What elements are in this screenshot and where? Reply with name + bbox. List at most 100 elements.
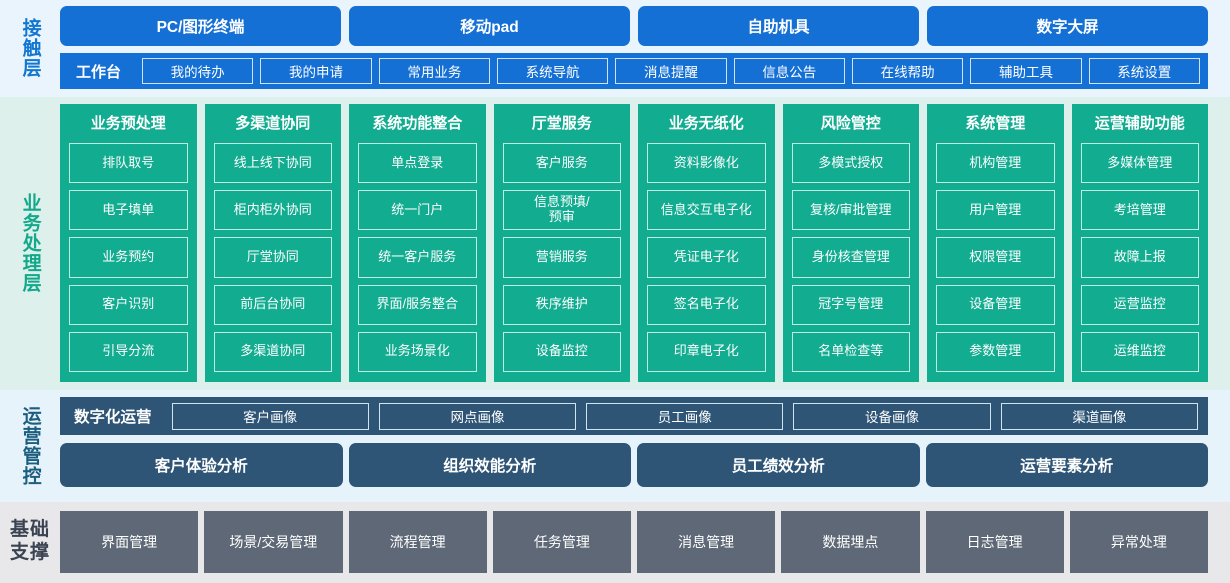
foundation-item-exception-handling[interactable]: 异常处理 (1069, 511, 1208, 573)
portrait-item-customer[interactable]: 客户画像 (171, 402, 369, 430)
digital-operation-title: 数字化运营 (74, 409, 152, 426)
workbench-item-information-announcement-label: 信息公告 (762, 65, 817, 80)
channel-self-service-machine[interactable]: 自助机具 (638, 6, 919, 46)
biz-item-permission-management[interactable]: 权限管理 (936, 237, 1055, 278)
biz-item-serial-number-management[interactable]: 冠字号管理 (791, 284, 910, 325)
biz-item-info-prefill-prereview[interactable]: 信息预填/ 预审 (502, 190, 621, 231)
biz-item-customer-identification[interactable]: 客户识别 (69, 284, 188, 325)
channel-mobile-pad[interactable]: 移动pad (349, 6, 630, 46)
biz-item-multimedia-management-label: 多媒体管理 (1107, 154, 1173, 170)
biz-item-multichannel-collab[interactable]: 多渠道协同 (213, 331, 332, 373)
biz-item-device-management[interactable]: 设备管理 (936, 284, 1055, 325)
biz-item-fault-reporting[interactable]: 故障上报 (1080, 237, 1199, 278)
foundation-item-task-management[interactable]: 任务管理 (492, 511, 631, 573)
biz-item-online-offline-collab[interactable]: 线上线下协同 (213, 143, 332, 184)
biz-item-order-maintenance-label: 秩序维护 (535, 296, 588, 312)
workbench-item-system-navigation-label: 系统导航 (525, 65, 580, 80)
biz-item-user-management-label: 用户管理 (969, 201, 1022, 217)
workbench-item-system-settings[interactable]: 系统设置 (1088, 58, 1200, 84)
foundation-item-scenario-transaction-management[interactable]: 场景/交易管理 (204, 511, 343, 573)
foundation-item-log-management[interactable]: 日志管理 (925, 511, 1064, 573)
analysis-item-organization-efficiency[interactable]: 组织效能分析 (348, 443, 631, 487)
foundation-item-message-management[interactable]: 消息管理 (637, 511, 776, 573)
foundation-row: 界面管理 场景/交易管理 流程管理 任务管理 消息管理 数据埋点 日志管理 异常… (60, 511, 1208, 573)
biz-item-identity-verification-management[interactable]: 身份核查管理 (791, 237, 910, 278)
workbench-item-information-announcement[interactable]: 信息公告 (733, 58, 845, 84)
workbench-item-online-help[interactable]: 在线帮助 (851, 58, 964, 84)
biz-item-review-approval-management[interactable]: 复核/审批管理 (791, 190, 910, 231)
operations-management-layer: 运营管控 数字化运营 客户画像 网点画像 员工画像 设备画像 渠道画像 客户体验… (0, 390, 1230, 502)
workbench-item-my-application[interactable]: 我的申请 (260, 58, 372, 84)
biz-item-multimedia-management[interactable]: 多媒体管理 (1080, 143, 1199, 184)
analysis-item-customer-experience[interactable]: 客户体验分析 (60, 443, 343, 487)
biz-item-list-check-label: 名单检查等 (818, 343, 884, 359)
biz-item-operation-monitoring-label: 运营监控 (1113, 296, 1166, 312)
biz-item-business-scenario[interactable]: 业务场景化 (358, 331, 477, 373)
business-column-system-integration: 系统功能整合 单点登录 统一门户 统一客户服务 界面/服务整合 业务场景化 (349, 104, 486, 382)
biz-item-single-sign-on-label: 单点登录 (391, 154, 444, 170)
biz-item-business-appointment[interactable]: 业务预约 (69, 237, 188, 278)
biz-item-info-exchange-electronic[interactable]: 信息交互电子化 (647, 190, 766, 231)
biz-item-document-imaging[interactable]: 资料影像化 (647, 143, 766, 184)
analysis-item-operation-factors[interactable]: 运营要素分析 (925, 443, 1208, 487)
biz-item-unified-customer-service[interactable]: 统一客户服务 (358, 237, 477, 278)
portrait-item-channel[interactable]: 渠道画像 (1000, 402, 1198, 430)
workbench-item-message-reminder[interactable]: 消息提醒 (615, 58, 727, 84)
biz-item-lobby-collab[interactable]: 厅堂协同 (213, 237, 332, 278)
biz-item-customer-service[interactable]: 客户服务 (502, 143, 621, 184)
biz-item-queue-number[interactable]: 排队取号 (69, 143, 188, 184)
biz-item-training-management[interactable]: 考培管理 (1080, 190, 1199, 231)
foundation-layer-body: 界面管理 场景/交易管理 流程管理 任务管理 消息管理 数据埋点 日志管理 异常… (60, 511, 1230, 573)
analysis-item-employee-performance[interactable]: 员工绩效分析 (637, 443, 920, 487)
channel-digital-screen[interactable]: 数字大屏 (927, 6, 1208, 46)
biz-item-customer-identification-label: 客户识别 (102, 296, 155, 312)
foundation-item-data-tracking[interactable]: 数据埋点 (781, 511, 920, 573)
biz-item-device-monitoring[interactable]: 设备监控 (502, 331, 621, 373)
portrait-item-employee[interactable]: 员工画像 (586, 402, 784, 430)
workbench-item-my-todo-label: 我的待办 (170, 65, 225, 80)
biz-item-lobby-collab-label: 厅堂协同 (246, 249, 299, 265)
biz-item-document-imaging-label: 资料影像化 (673, 154, 739, 170)
portrait-item-branch[interactable]: 网点画像 (378, 402, 577, 430)
biz-item-maintenance-monitoring-label: 运维监控 (1113, 343, 1166, 359)
biz-item-maintenance-monitoring[interactable]: 运维监控 (1080, 331, 1199, 373)
biz-item-multimode-authorization[interactable]: 多模式授权 (791, 143, 910, 184)
analysis-row: 客户体验分析 组织效能分析 员工绩效分析 运营要素分析 (60, 443, 1208, 487)
workbench-item-system-navigation[interactable]: 系统导航 (497, 58, 609, 84)
biz-item-list-check[interactable]: 名单检查等 (791, 331, 910, 373)
foundation-item-process-management[interactable]: 流程管理 (348, 511, 487, 573)
ops-layer-body: 数字化运营 客户画像 网点画像 员工画像 设备画像 渠道画像 客户体验分析 组织… (60, 397, 1230, 494)
workbench-item-auxiliary-tools[interactable]: 辅助工具 (970, 58, 1082, 84)
biz-item-guidance-diversion[interactable]: 引导分流 (69, 331, 188, 373)
biz-item-user-management[interactable]: 用户管理 (936, 190, 1055, 231)
biz-item-single-sign-on[interactable]: 单点登录 (358, 143, 477, 184)
portrait-item-device[interactable]: 设备画像 (793, 402, 991, 430)
biz-item-voucher-electronic[interactable]: 凭证电子化 (647, 237, 766, 278)
biz-item-front-back-office-collab[interactable]: 前后台协同 (213, 284, 332, 325)
foundation-item-ui-management[interactable]: 界面管理 (60, 511, 199, 573)
biz-item-multimode-authorization-label: 多模式授权 (818, 154, 884, 170)
channel-mobile-pad-label: 移动pad (460, 19, 519, 36)
biz-item-operation-monitoring[interactable]: 运营监控 (1080, 284, 1199, 325)
business-column-system-management-title: 系统管理 (965, 115, 1026, 132)
workbench-item-common-business[interactable]: 常用业务 (378, 58, 490, 84)
biz-item-signature-electronic[interactable]: 签名电子化 (647, 284, 766, 325)
workbench-item-my-todo[interactable]: 我的待办 (142, 58, 254, 84)
biz-item-organization-management[interactable]: 机构管理 (936, 143, 1055, 184)
business-column-operation-support: 运营辅助功能 多媒体管理 考培管理 故障上报 运营监控 运维监控 (1071, 104, 1208, 382)
biz-item-parameter-management[interactable]: 参数管理 (936, 331, 1055, 373)
biz-item-ui-service-integration[interactable]: 界面/服务整合 (358, 284, 477, 325)
biz-item-order-maintenance[interactable]: 秩序维护 (502, 284, 621, 325)
business-column-system-integration-title: 系统功能整合 (372, 115, 463, 132)
biz-item-electronic-form[interactable]: 电子填单 (69, 190, 188, 231)
biz-item-unified-portal[interactable]: 统一门户 (358, 190, 477, 231)
biz-item-marketing-service[interactable]: 营销服务 (502, 237, 621, 278)
channel-pc[interactable]: PC/图形终端 (60, 6, 341, 46)
biz-item-seal-electronic[interactable]: 印章电子化 (647, 331, 766, 373)
channel-self-service-machine-label: 自助机具 (747, 19, 810, 36)
portrait-item-branch-label: 网点画像 (450, 410, 505, 425)
biz-item-counter-inside-outside-collab-label: 柜内柜外协同 (233, 201, 312, 217)
contact-layer: 接触层 PC/图形终端 移动pad 自助机具 数字大屏 工作台 (0, 0, 1230, 97)
biz-item-counter-inside-outside-collab[interactable]: 柜内柜外协同 (213, 190, 332, 231)
foundation-item-process-management-label: 流程管理 (389, 534, 446, 550)
